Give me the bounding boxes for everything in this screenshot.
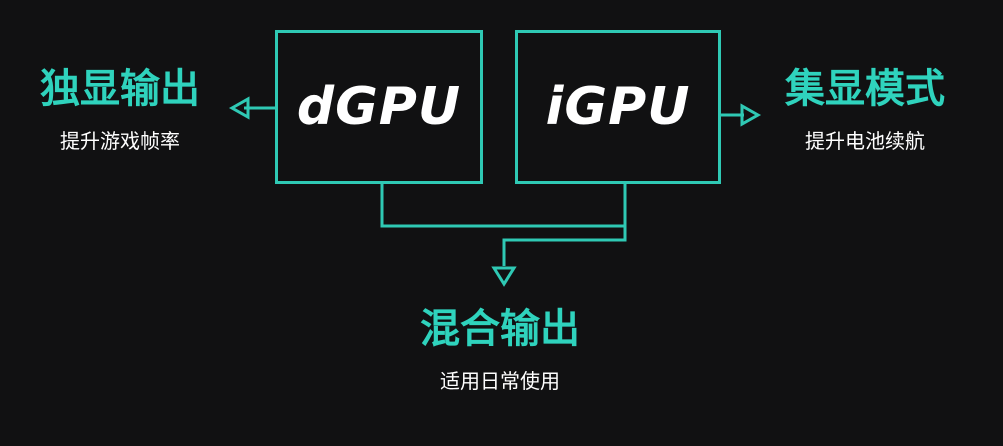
igpu-down-connector — [502, 184, 627, 266]
dgpu-down-connector — [380, 184, 625, 228]
integrated-mode-title: 集显模式 — [785, 66, 945, 112]
discrete-output-title: 独显输出 — [40, 66, 200, 112]
discrete-output-subtitle: 提升游戏帧率 — [60, 129, 180, 153]
integrated-mode: 集显模式 提升电池续航 — [757, 66, 973, 154]
hybrid-output-subtitle: 适用日常使用 — [440, 369, 560, 393]
integrated-mode-subtitle: 提升电池续航 — [805, 129, 925, 153]
igpu-box: iGPU — [515, 30, 721, 184]
right-arrowhead — [740, 103, 762, 127]
hybrid-output-title: 混合输出 — [420, 306, 580, 352]
bottom-arrowhead — [491, 266, 517, 287]
discrete-output-mode: 独显输出 提升游戏帧率 — [10, 66, 230, 154]
dgpu-label: dGPU — [296, 77, 462, 137]
hybrid-output-mode: 混合输出 适用日常使用 — [390, 306, 610, 394]
igpu-label: iGPU — [545, 77, 691, 137]
left-arrowhead — [228, 96, 250, 120]
dgpu-box: dGPU — [275, 30, 483, 184]
